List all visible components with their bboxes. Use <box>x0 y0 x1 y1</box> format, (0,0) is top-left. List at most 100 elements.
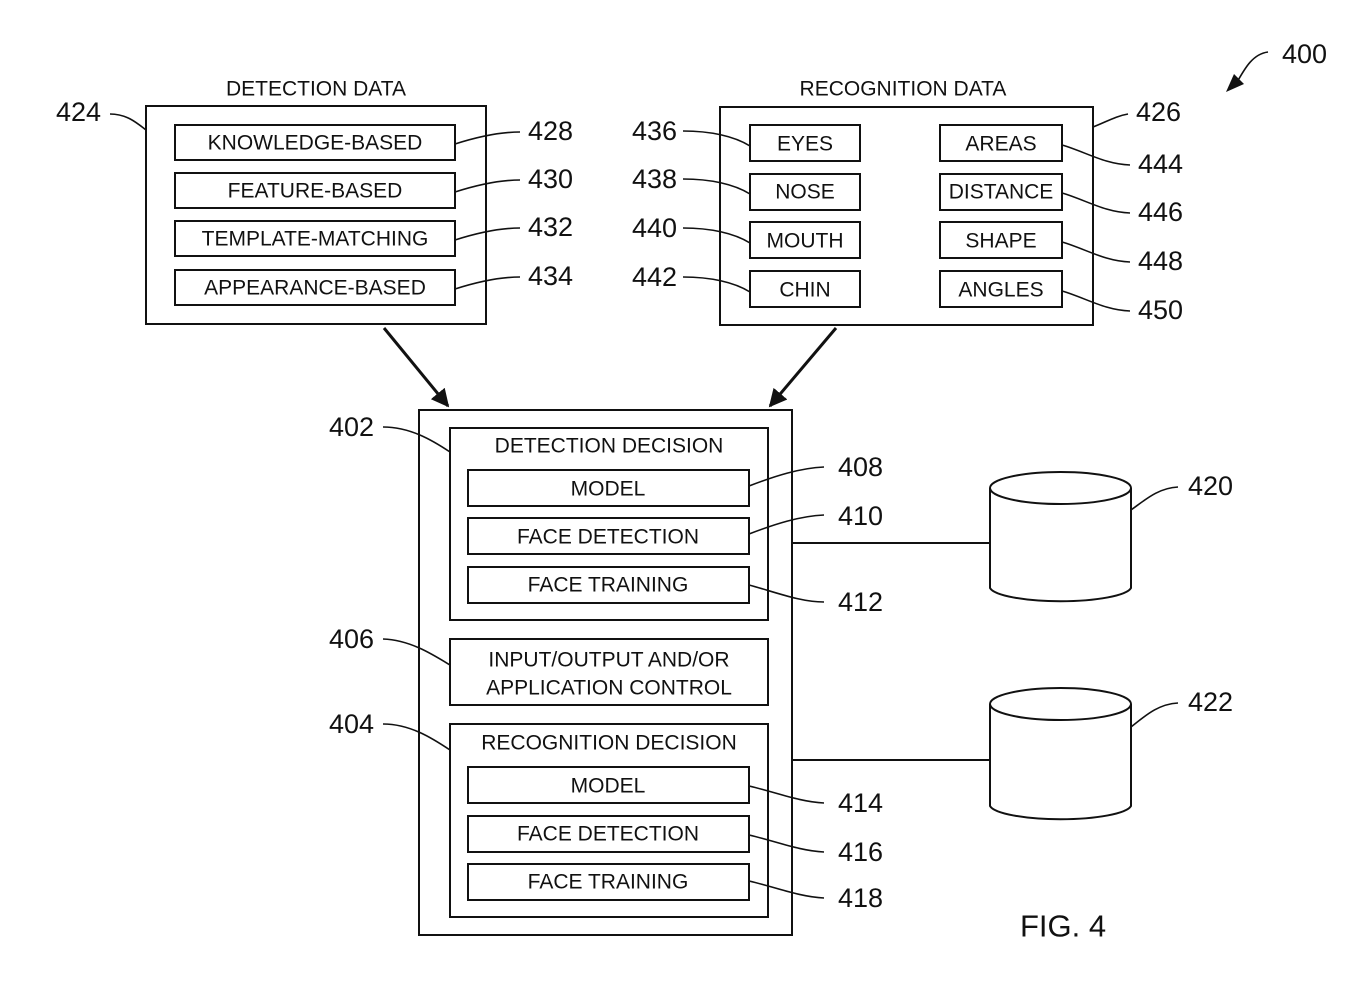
ref-410: 410 <box>838 501 883 531</box>
recognition-item-eyes: 436 EYES <box>632 116 861 162</box>
io-control-group: 406 INPUT/OUTPUT AND/OR APPLICATION CONT… <box>329 624 769 706</box>
face-detection-box <box>467 815 750 853</box>
detection-item-knowledge-based: KNOWLEDGE-BASED 428 <box>174 116 573 161</box>
leader-line <box>454 276 521 290</box>
ref-414: 414 <box>838 788 883 818</box>
item-box <box>749 221 861 259</box>
recognition-item-mouth: 440 MOUTH <box>632 213 861 259</box>
central-block: 402 DETECTION DECISION MODEL 408 FACE DE… <box>329 409 883 936</box>
ref-428: 428 <box>528 116 573 146</box>
database-top <box>989 687 1132 721</box>
recognition-data-group: RECOGNITION DATA 426 436 EYES 438 NOSE 4… <box>632 78 1183 326</box>
item-box <box>749 270 861 308</box>
item-box <box>174 124 456 161</box>
arrowhead-icon <box>1226 74 1244 92</box>
ref-420: 420 <box>1188 471 1233 501</box>
ref-438: 438 <box>632 164 677 194</box>
leader-line <box>682 130 751 147</box>
recognition-item-chin: 442 CHIN <box>632 262 861 308</box>
recognition-item-areas: AREAS 444 <box>939 124 1183 179</box>
ref-412: 412 <box>838 587 883 617</box>
leader-line <box>748 514 825 535</box>
item-label: FEATURE-BASED <box>228 180 403 203</box>
recognition-decision-group: 404 RECOGNITION DECISION MODEL 414 FACE … <box>329 709 883 918</box>
leader-line <box>1061 144 1131 166</box>
ref-446: 446 <box>1138 197 1183 227</box>
detection-decision-group: 402 DETECTION DECISION MODEL 408 FACE DE… <box>329 412 883 621</box>
detection-decision-title: DETECTION DECISION <box>495 435 724 458</box>
leader-line <box>454 179 521 193</box>
figure-label: FIG. 4 <box>1020 909 1106 944</box>
ref-406: 406 <box>329 624 374 654</box>
item-label: FACE DETECTION <box>517 823 699 846</box>
figure-ref-400: 400 <box>1226 39 1327 92</box>
leader-line <box>382 638 451 666</box>
item-label: FACE TRAINING <box>528 871 689 894</box>
recognition-data-title: RECOGNITION DATA <box>800 78 1007 101</box>
item-box <box>174 220 456 257</box>
ref-436: 436 <box>632 116 677 146</box>
leader-line <box>1130 702 1179 728</box>
item-label: KNOWLEDGE-BASED <box>208 132 423 155</box>
item-label: APPEARANCE-BASED <box>204 277 426 300</box>
item-label: AREAS <box>965 133 1036 156</box>
item-box <box>939 221 1063 259</box>
arrow-recognition-to-decision <box>768 327 838 408</box>
database-422: 422 <box>989 687 1233 821</box>
leader-line <box>682 276 751 293</box>
database-420: 420 <box>989 471 1233 603</box>
recognition-decision-title: RECOGNITION DECISION <box>481 732 737 755</box>
recognition-item-angles: ANGLES 450 <box>939 270 1183 325</box>
ref-426: 426 <box>1136 97 1181 127</box>
database-icon <box>989 704 1132 821</box>
item-box <box>174 172 456 209</box>
ref-440: 440 <box>632 213 677 243</box>
leader-line <box>748 834 825 853</box>
model-box <box>467 766 750 804</box>
leader-line <box>748 584 825 603</box>
leader-line <box>454 131 521 145</box>
detection-item-appearance-based: APPEARANCE-BASED 434 <box>174 261 573 306</box>
recognition-item-distance: DISTANCE 446 <box>939 173 1183 227</box>
ref-450: 450 <box>1138 295 1183 325</box>
recognition-item-shape: SHAPE 448 <box>939 221 1183 276</box>
ref-404: 404 <box>329 709 374 739</box>
leader-line <box>1130 486 1179 511</box>
detection-item-feature-based: FEATURE-BASED 430 <box>174 164 573 209</box>
io-control-line2: APPLICATION CONTROL <box>486 677 732 700</box>
ref-442: 442 <box>632 262 677 292</box>
face-detection-box <box>467 517 750 555</box>
leader-line <box>1061 192 1131 214</box>
io-control-line1: INPUT/OUTPUT AND/OR <box>488 649 729 672</box>
ref-418: 418 <box>838 883 883 913</box>
detection-item-template-matching: TEMPLATE-MATCHING 432 <box>174 212 573 257</box>
leader-line <box>382 723 451 751</box>
item-label: MODEL <box>571 775 646 798</box>
ref-422: 422 <box>1188 687 1233 717</box>
database-icon <box>989 488 1132 603</box>
detection-data-group: DETECTION DATA 424 KNOWLEDGE-BASED 428 F… <box>56 78 573 325</box>
leader-line <box>748 466 825 487</box>
item-label: MODEL <box>571 478 646 501</box>
item-box <box>939 124 1063 162</box>
item-label: MOUTH <box>767 230 844 253</box>
item-box <box>749 173 861 211</box>
figure-ref-arrow <box>1235 51 1269 85</box>
leader-line <box>1061 241 1131 263</box>
leader-line <box>382 426 451 453</box>
database-top <box>989 471 1132 505</box>
item-label: NOSE <box>775 181 835 204</box>
item-box <box>939 173 1063 211</box>
ref-430: 430 <box>528 164 573 194</box>
leader-line <box>748 785 825 804</box>
leader-line <box>109 113 147 131</box>
io-control-box <box>449 638 769 706</box>
leader-line <box>1092 113 1129 128</box>
item-label: TEMPLATE-MATCHING <box>202 228 429 251</box>
model-box <box>467 469 750 507</box>
ref-416: 416 <box>838 837 883 867</box>
leader-line <box>682 227 751 244</box>
item-label: SHAPE <box>965 230 1036 253</box>
item-label: EYES <box>777 133 833 156</box>
